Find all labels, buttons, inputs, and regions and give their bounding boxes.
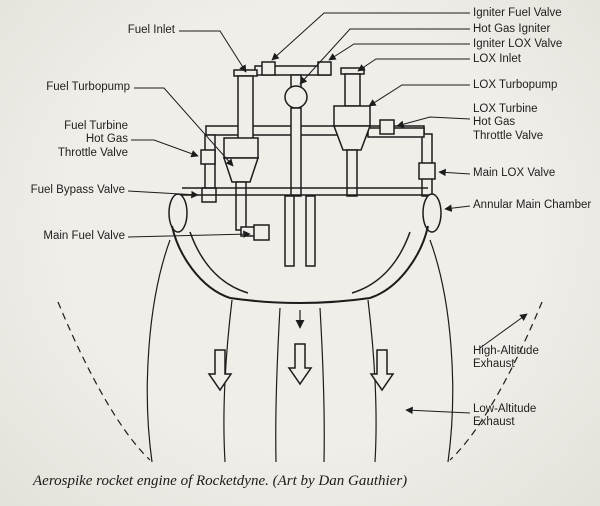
igniter-chamber-pipe <box>290 107 302 197</box>
main-lox-valve-shape <box>418 162 436 180</box>
exhaust-plume <box>57 239 543 463</box>
plume-right-outer <box>429 239 454 463</box>
label-high-altitude-exhaust: High-Altitude Exhaust <box>473 345 539 371</box>
nozzle-outer-left <box>171 225 231 299</box>
label-fuel-inlet: Fuel Inlet <box>127 24 175 36</box>
igniter-lox-valve-shape <box>317 61 332 76</box>
chamber-right-end <box>422 193 442 233</box>
leader-low-altitude <box>405 406 471 415</box>
engine-schematic <box>168 61 442 304</box>
leader-lox-inlet <box>357 58 470 72</box>
leader-fuel-inlet <box>179 30 247 73</box>
lox-hot-gas-duct <box>367 127 425 138</box>
fuel-throttle-valve-shape <box>200 149 216 165</box>
label-fuel-turbine-throttle-valve: Fuel Turbine Hot Gas Throttle Valve <box>57 120 128 159</box>
igniter-fuel-valve-shape <box>261 61 276 76</box>
figure-caption: Aerospike rocket engine of Rocketdyne. (… <box>33 473 408 489</box>
label-low-altitude-exhaust: Low-Altitude Exhaust <box>473 403 537 429</box>
nozzle-inner-right <box>351 231 411 294</box>
fuel-discharge-pipe <box>235 181 247 231</box>
label-hot-gas-igniter: Hot Gas Igniter <box>473 23 551 35</box>
lox-throttle-valve-shape <box>379 119 395 135</box>
hot-gas-igniter-shape <box>284 85 308 109</box>
leader-igniter-fuel-valve <box>271 12 470 61</box>
lox-discharge-pipe <box>346 149 358 197</box>
spike-pipe-left <box>284 195 295 267</box>
label-igniter-lox-valve: Igniter LOX Valve <box>473 38 563 50</box>
lox-turbopump-shape <box>333 105 371 127</box>
label-main-fuel-valve: Main Fuel Valve <box>43 230 125 242</box>
leader-high-altitude <box>479 313 528 349</box>
exhaust-arrow <box>207 349 233 392</box>
label-lox-inlet: LOX Inlet <box>473 53 521 65</box>
lox-inlet-pipe <box>344 73 361 107</box>
nozzle-outer-right <box>369 225 429 299</box>
leader-lines <box>127 12 528 415</box>
spike-pipe-right <box>305 195 316 267</box>
label-main-lox-valve: Main LOX Valve <box>473 167 556 179</box>
leader-igniter-lox-valve <box>328 43 470 61</box>
label-lox-turbopump: LOX Turbopump <box>473 79 558 91</box>
plume-dashed-right <box>449 301 543 461</box>
leader-fuel-turbopump <box>134 87 234 167</box>
label-lox-turbine-throttle-valve: LOX Turbine Hot Gas Throttle Valve <box>473 103 544 142</box>
exhaust-arrow <box>287 343 313 386</box>
leader-main-lox-valve <box>438 168 471 177</box>
plume-center-left <box>275 307 281 463</box>
plume-right-inner <box>367 299 377 463</box>
lox-turbopump-cone <box>332 125 372 151</box>
plume-left-outer <box>146 239 171 463</box>
label-fuel-turbopump: Fuel Turbopump <box>46 81 130 93</box>
leader-fuel-throttle <box>131 139 199 158</box>
nozzle-inner-left <box>189 231 249 294</box>
leader-lox-turbopump <box>368 84 470 107</box>
fuel-turbopump-shape <box>223 137 259 159</box>
igniter-downpipe <box>290 74 302 88</box>
fuel-inlet-pipe <box>237 75 254 141</box>
plume-dashed-left <box>57 301 151 461</box>
leader-annular-chamber <box>444 204 471 212</box>
plume-center-right <box>319 307 325 463</box>
label-annular-main-chamber: Annular Main Chamber <box>473 199 592 211</box>
leader-lox-throttle <box>396 116 471 128</box>
exhaust-arrow <box>369 349 395 392</box>
leader-hot-gas-igniter <box>299 28 470 85</box>
nozzle-bottom <box>229 297 371 304</box>
leader-fuel-bypass <box>127 190 199 199</box>
main-fuel-valve-shape <box>253 224 270 241</box>
label-fuel-bypass-valve: Fuel Bypass Valve <box>30 184 125 196</box>
label-igniter-fuel-valve: Igniter Fuel Valve <box>473 7 562 19</box>
leader-main-fuel-valve <box>127 230 251 238</box>
